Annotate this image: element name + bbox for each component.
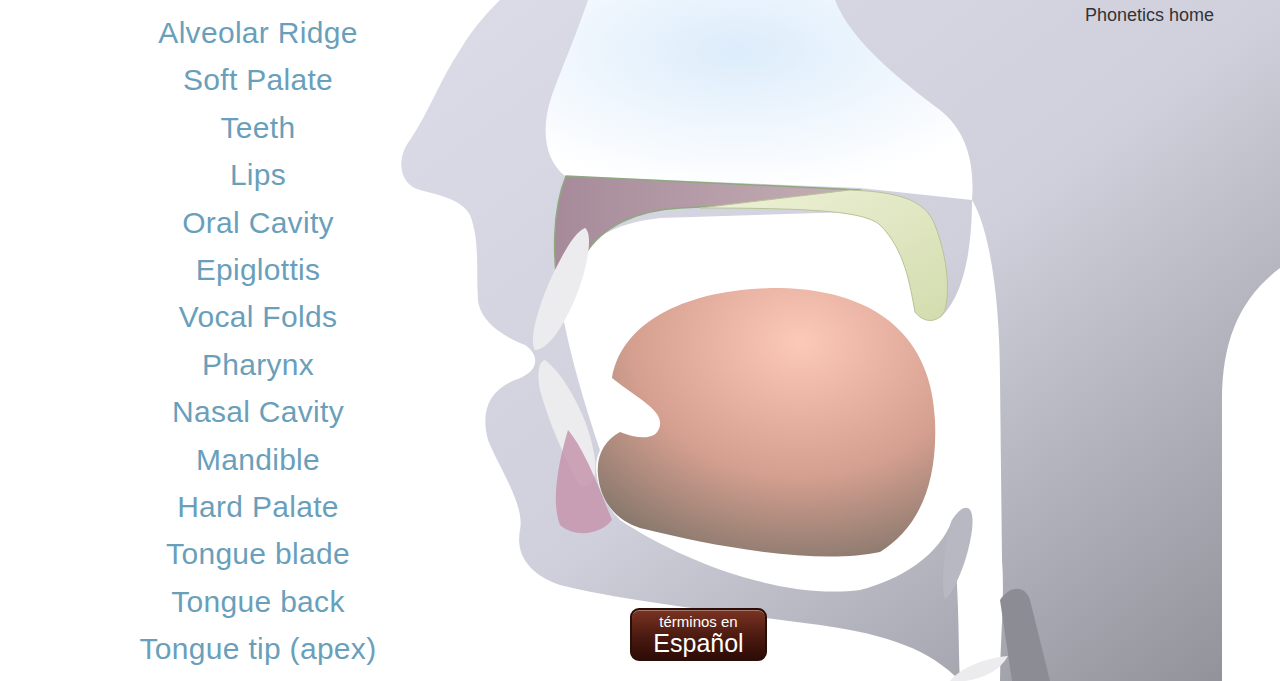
head-profile: [401, 0, 1280, 681]
part-label: Tongue tip (apex): [140, 631, 377, 667]
part-label: Teeth: [221, 110, 296, 146]
epiglottis: [950, 656, 1008, 681]
part-label: Lips: [230, 157, 286, 193]
part-label: Nasal Cavity: [172, 394, 344, 430]
part-label: Oral Cavity: [182, 205, 334, 241]
vocal-folds: [1000, 589, 1050, 681]
language-button: términos enEspañol: [630, 608, 767, 661]
part-label: Hard Palate: [177, 489, 339, 525]
part-label: Alveolar Ridge: [158, 15, 357, 51]
home-link: Phonetics home: [1085, 4, 1214, 26]
button-title: Español: [632, 630, 765, 657]
part-label: Pharynx: [202, 347, 314, 383]
upper-teeth: [533, 228, 589, 350]
part-label: Tongue blade: [166, 536, 350, 572]
larynx-edge: [943, 508, 973, 600]
button-caption: términos en: [632, 610, 765, 630]
nasal-cavity: [546, 0, 973, 200]
part-label: Soft Palate: [183, 62, 333, 98]
part-label: Tongue back: [171, 584, 344, 620]
part-label: Vocal Folds: [179, 299, 337, 335]
tongue: [598, 288, 936, 557]
part-label: Epiglottis: [196, 252, 321, 288]
part-label: Mandible: [196, 442, 320, 478]
